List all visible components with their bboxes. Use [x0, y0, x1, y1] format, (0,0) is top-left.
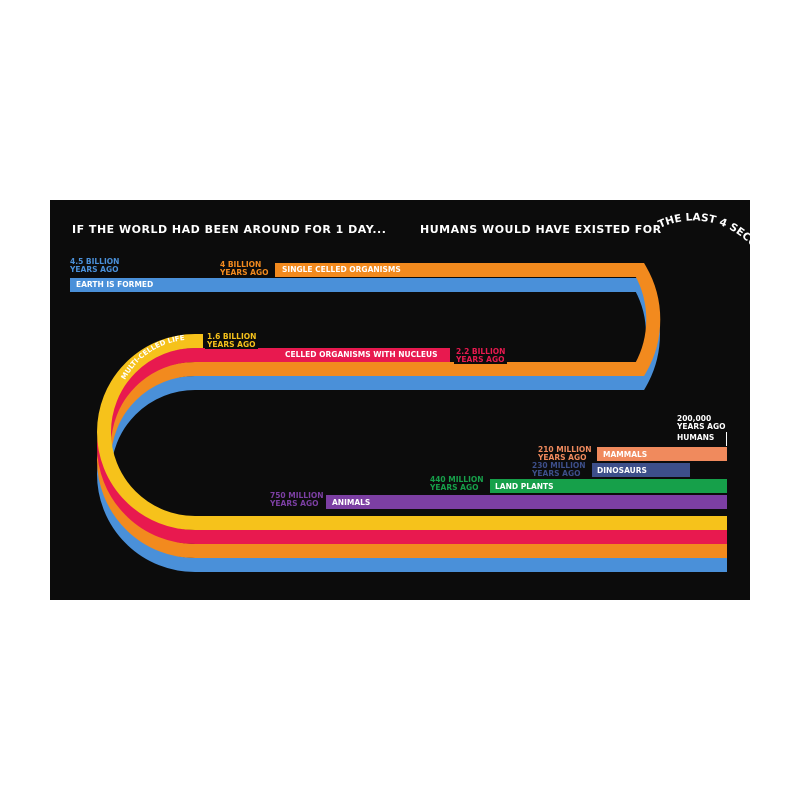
humans-label: HUMANS: [677, 433, 715, 442]
nucleus-time-line2: YEARS AGO: [456, 355, 505, 364]
multi-celled-time: 1.6 BILLION YEARS AGO: [205, 332, 259, 349]
single-celled-label: SINGLE CELLED ORGANISMS: [282, 265, 401, 274]
multi-celled-time-line1: 1.6 BILLION: [207, 332, 257, 341]
mammals-time: 210 MILLION YEARS AGO: [536, 446, 594, 462]
land-plants-time-line1: 440 MILLION: [430, 475, 484, 484]
animals-bar: [326, 495, 727, 509]
dinosaurs-time-line1: 230 MILLION: [532, 461, 586, 470]
dinosaurs-time: 230 MILLION YEARS AGO: [530, 462, 588, 478]
animals-time-line2: YEARS AGO: [270, 499, 319, 508]
nucleus-time-line1: 2.2 BILLION: [456, 347, 506, 356]
single-celled-time-line2: YEARS AGO: [220, 268, 269, 277]
earth-time-line1: 4.5 BILLION: [70, 257, 120, 266]
earth-label: EARTH IS FORMED: [76, 280, 154, 289]
humans-time-line1: 200,000: [677, 414, 712, 423]
multi-celled-time-line2: YEARS AGO: [207, 340, 256, 349]
timeline-tracks: THE LAST 4 SECONDS! MULTI-CELLED LIFE: [70, 211, 750, 572]
band-multi-celled: [97, 334, 727, 530]
nucleus-label: CELLED ORGANISMS WITH NUCLEUS: [285, 350, 438, 359]
land-plants-time: 440 MILLION YEARS AGO: [428, 476, 486, 492]
earth-time-line2: YEARS AGO: [70, 265, 119, 274]
heading-left: IF THE WORLD HAD BEEN AROUND FOR 1 DAY..…: [72, 223, 387, 236]
heading-right: HUMANS WOULD HAVE EXISTED FOR: [420, 223, 662, 236]
band-single-celled: [97, 263, 727, 558]
land-plants-time-line2: YEARS AGO: [430, 483, 479, 492]
dinosaurs-label: DINOSAURS: [597, 466, 647, 475]
nucleus-time: 2.2 BILLION YEARS AGO: [454, 347, 508, 364]
dinosaurs-bar: [592, 463, 690, 477]
mammals-time-line2: YEARS AGO: [538, 453, 587, 462]
mammals-bar: [597, 447, 727, 461]
humans-marker: [726, 432, 728, 446]
timeline-panel: THE LAST 4 SECONDS! MULTI-CELLED LIFE IF…: [50, 200, 750, 600]
single-celled-time: 4 BILLION YEARS AGO: [218, 260, 271, 277]
humans-time-line2: YEARS AGO: [677, 422, 726, 431]
land-plants-label: LAND PLANTS: [495, 482, 554, 491]
animals-time: 750 MILLION YEARS AGO: [268, 492, 326, 508]
heading-curve-text: THE LAST 4 SECONDS!: [656, 211, 750, 275]
single-celled-time-line1: 4 BILLION: [220, 260, 262, 269]
dinosaurs-time-line2: YEARS AGO: [532, 469, 581, 478]
animals-label: ANIMALS: [332, 498, 371, 507]
animals-time-line1: 750 MILLION: [270, 491, 324, 500]
earth-time: 4.5 BILLION YEARS AGO: [70, 258, 119, 274]
humans-time: 200,000 YEARS AGO: [677, 415, 725, 431]
mammals-time-line1: 210 MILLION: [538, 445, 592, 454]
land-plants-bar: [490, 479, 727, 493]
mammals-label: MAMMALS: [603, 450, 648, 459]
